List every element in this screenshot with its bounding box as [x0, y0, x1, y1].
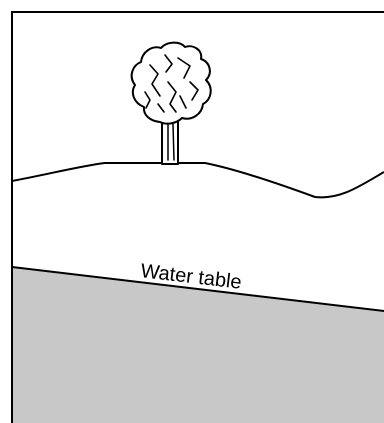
tree-crown — [132, 43, 211, 124]
tree-icon — [132, 43, 211, 164]
ground-surface-line — [12, 163, 384, 197]
saturated-zone — [12, 267, 384, 423]
